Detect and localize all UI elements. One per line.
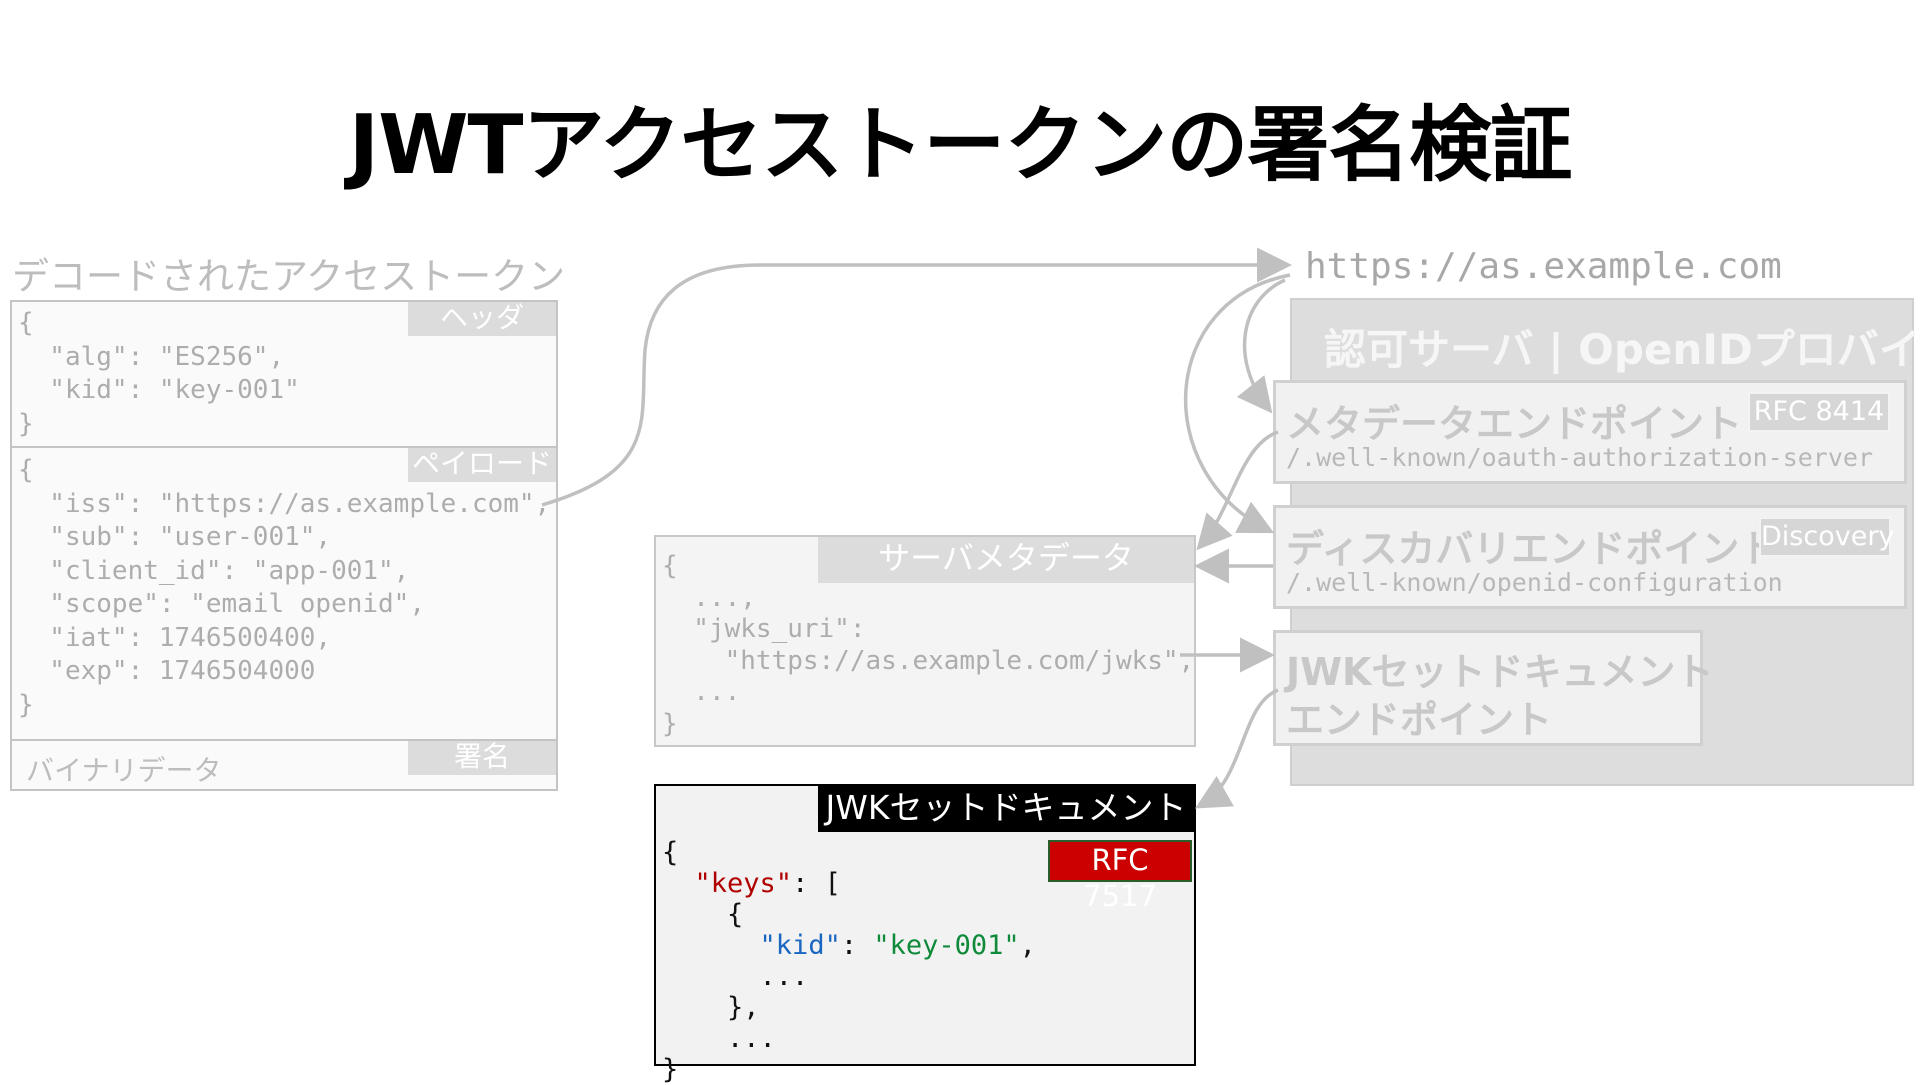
discovery-endpoint: ディスカバリエンドポイント Discovery /.well-known/ope… [1273, 505, 1907, 609]
metadata-endpoint-path: /.well-known/oauth-authorization-server [1286, 443, 1873, 472]
server-metadata-tag: サーバメタデータ [818, 537, 1194, 583]
signature-text: バイナリデータ [26, 754, 222, 787]
header-code-line: } [18, 408, 34, 439]
metadata-endpoint: メタデータエンドポイント RFC 8414 /.well-known/oauth… [1273, 380, 1907, 484]
arrow-iss-to-issuer [541, 247, 1292, 507]
jwks-endpoint-title-line1: JWKセットドキュメント [1286, 650, 1714, 694]
kid-sep: : [840, 930, 874, 961]
server-metadata-line: } [662, 708, 678, 739]
payload-code-line: "client_id": "app-001", [18, 555, 410, 586]
discovery-endpoint-path: /.well-known/openid-configuration [1286, 568, 1783, 597]
payload-code-line: "exp": 1746504000 [18, 656, 316, 686]
discovery-badge: Discovery [1759, 517, 1894, 557]
metadata-endpoint-title: メタデータエンドポイント [1286, 402, 1743, 446]
server-metadata-line: "jwks_uri": [662, 614, 866, 644]
arrow-endpoint-to-jwkdoc [1194, 688, 1279, 809]
jwk-brace-close: } [662, 1054, 679, 1085]
jwks-endpoint-title-line2: エンドポイント [1286, 698, 1553, 742]
payload-code-line: "iss": "https://as.example.com", [18, 488, 551, 519]
server-metadata-line: ... [662, 677, 741, 707]
kid-comma: , [1019, 930, 1036, 961]
arrow-metadata-to-servermeta [1196, 430, 1279, 551]
token-header-box: ヘッダ { "alg": "ES256", "kid": "key-001"} [10, 300, 558, 448]
rfc-7517-badge: RFC 7517 [1048, 840, 1192, 913]
ellipsis-outer: ... [662, 1023, 776, 1054]
server-metadata-code: { ..., "jwks_uri": "https://as.example.c… [662, 551, 1194, 740]
server-metadata-line: { [662, 551, 678, 581]
jwks-endpoint: JWKセットドキュメント エンドポイント [1273, 630, 1714, 746]
token-caption: デコードされたアクセストークン [12, 255, 566, 298]
header-code-line: { [18, 308, 34, 338]
jwk-set-code: { "keys": [ { "kid": "key-001", ... }, .… [662, 806, 1036, 1085]
header-code-line: "alg": "ES256", [18, 341, 285, 372]
discovery-endpoint-title: ディスカバリエンドポイント [1286, 527, 1778, 571]
signature-tag: 署名 [408, 741, 556, 775]
token-signature-box: 署名 バイナリデータ [10, 739, 558, 791]
obj-open: { [662, 899, 744, 930]
server-metadata-line: ..., [662, 582, 756, 613]
keys-after: : [ [792, 868, 841, 899]
issuer-url: https://as.example.com [1305, 246, 1782, 287]
keys-key: "keys" [694, 868, 793, 899]
jwk-brace-open: { [662, 837, 679, 868]
ellipsis-inner: ... [662, 961, 809, 992]
header-tag: ヘッダ [408, 302, 556, 336]
header-code-line: "kid": "key-001" [18, 375, 300, 405]
kid-key: "kid" [759, 930, 841, 961]
server-metadata-box: サーバメタデータ { ..., "jwks_uri": "https://as.… [654, 535, 1196, 747]
header-code: { "alg": "ES256", "kid": "key-001"} [18, 307, 300, 441]
server-metadata-line: "https://as.example.com/jwks", [662, 645, 1195, 676]
payload-code-line: } [18, 689, 34, 720]
kid-value: "key-001" [873, 930, 1020, 961]
arrow-issuer-to-discovery [1183, 273, 1291, 534]
payload-code-line: "scope": "email openid", [18, 589, 425, 619]
payload-code-line: "sub": "user-001", [18, 522, 332, 552]
payload-code-line: "iat": 1746500400, [18, 622, 332, 653]
arrow-issuer-to-metadata [1236, 278, 1286, 414]
payload-code-line: { [18, 455, 34, 485]
jwk-set-document-box: JWKセットドキュメント RFC 7517 { "keys": [ { "kid… [654, 784, 1196, 1085]
jwk-set-document-tag: JWKセットドキュメント [818, 786, 1194, 832]
obj-close: }, [662, 992, 760, 1023]
server-title: 認可サーバ | OpenIDプロバイダ [1324, 325, 1920, 374]
page-title: JWTアクセストークンの署名検証 [348, 98, 1573, 193]
token-payload-box: ペイロード { "iss": "https://as.example.com",… [10, 446, 558, 741]
payload-tag: ペイロード [408, 448, 556, 482]
rfc-8414-badge: RFC 8414 [1748, 392, 1890, 432]
payload-code: { "iss": "https://as.example.com", "sub"… [18, 454, 550, 722]
